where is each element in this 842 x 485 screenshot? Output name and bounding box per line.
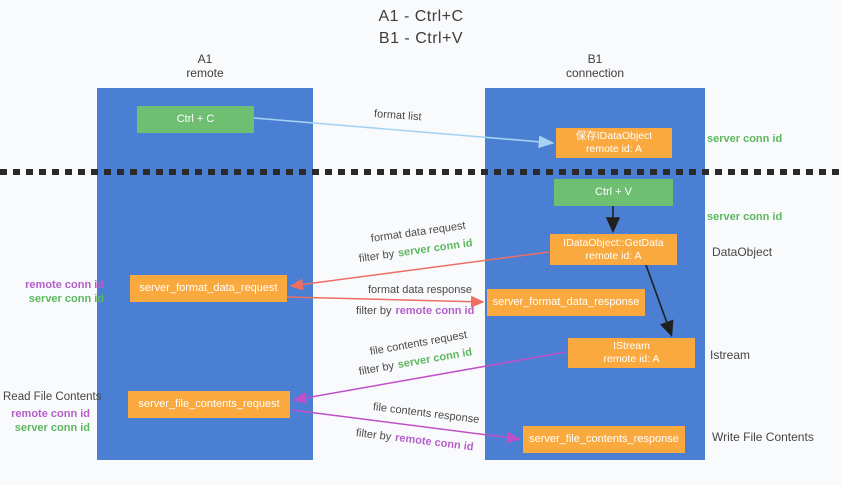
title-line-1: A1 - Ctrl+C [378,8,464,25]
node-server-file-contents-response: server_file_contents_response [523,426,685,453]
lane-b1-name: B1 [587,52,603,66]
node-server-file-contents-request-label: server_file_contents_request [138,398,280,410]
node-ctrl-v: Ctrl + V [554,179,673,206]
lane-b1-role: connection [565,66,625,80]
node-ctrl-c: Ctrl + C [137,106,254,133]
separator-dotted-line [0,169,842,175]
lane-header-a1: A1 remote [97,52,313,80]
label-format-list: format list [374,108,422,123]
left-server-conn-id-1: server conn id [28,293,104,305]
label-file-contents-response: file contents response [372,401,480,426]
node-ctrl-v-label: Ctrl + V [595,186,632,198]
node-idataobject-getdata: IDataObject::GetData remote id: A [550,234,677,265]
left-remote-conn-id-1: remote conn id [25,279,104,291]
diagram-title: A1 - Ctrl+C B1 - Ctrl+V [0,6,842,50]
node-save-idataobject: 保存IDataObject remote id: A [556,128,672,158]
filter-by-text: filter by [357,359,395,378]
title-line-2: B1 - Ctrl+V [378,30,464,47]
side-dataobject: DataObject [712,245,773,259]
node-save-idataobject-line2: remote id: A [585,143,643,155]
server-conn-id-text: server conn id [397,237,474,260]
node-server-file-contents-request: server_file_contents_request [128,391,290,418]
left-server-conn-id-2: server conn id [14,422,90,434]
label-format-data-response-text: format data response [368,284,472,296]
node-istream-line1: IStream [613,340,650,352]
node-server-format-data-response-label: server_format_data_response [492,296,640,308]
node-ctrl-c-label: Ctrl + C [176,113,215,125]
node-getdata-line2: remote id: A [585,249,642,262]
left-conn-pair-format: remote conn id server conn id [0,278,104,306]
filter-by-text: filter by [355,427,392,444]
node-getdata-line1: IDataObject::GetData [563,236,664,249]
side-server-conn-id-top: server conn id [707,133,783,145]
lane-a1-name: A1 [197,52,213,66]
node-server-format-data-response: server_format_data_response [487,289,645,316]
side-istream: Istream [710,348,751,362]
node-server-file-contents-response-label: server_file_contents_response [529,433,679,445]
remote-conn-id-text: remote conn id [395,305,475,317]
label-format-data-response: format data response [368,284,472,296]
label-file-contents-response-text: file contents response [372,401,480,426]
remote-conn-id-text: remote conn id [394,431,475,454]
arrow-format-data-response [286,295,485,308]
left-conn-pair-file: remote conn id server conn id [0,407,90,435]
node-save-idataobject-line1: 保存IDataObject [575,130,653,142]
side-write-file-contents: Write File Contents [712,430,814,444]
side-read-file-contents: Read File Contents [3,391,102,403]
filter-by-text: filter by [356,305,392,317]
node-server-format-data-request-label: server_format_data_request [139,282,278,294]
node-server-format-data-request: server_format_data_request [130,275,287,302]
filter-by-text: filter by [358,248,395,265]
side-server-conn-id-mid: server conn id [707,211,783,223]
node-istream-line2: remote id: A [603,353,660,365]
lane-a1-role: remote [186,66,224,80]
lane-header-b1: B1 connection [485,52,705,80]
label-format-list-text: format list [373,108,422,124]
left-remote-conn-id-2: remote conn id [11,408,90,420]
node-istream: IStream remote id: A [568,338,695,368]
